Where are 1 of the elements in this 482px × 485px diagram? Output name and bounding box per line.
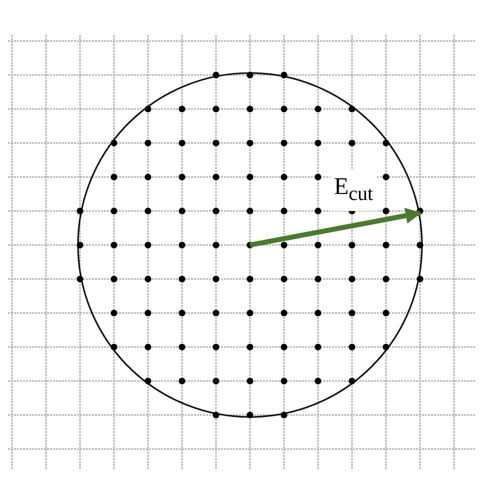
energy-label: E$_{cut}$ xyxy=(330,170,378,211)
